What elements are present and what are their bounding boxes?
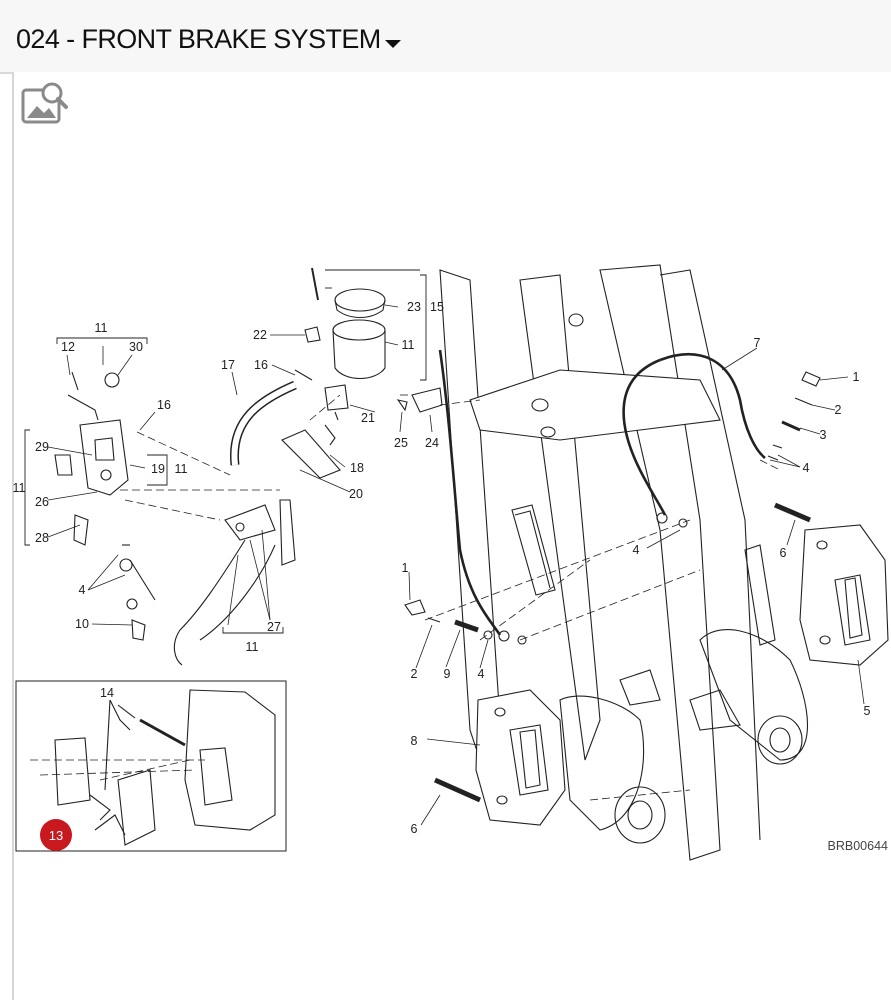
chevron-down-icon[interactable] (383, 37, 403, 51)
page-title: 024 - FRONT BRAKE SYSTEM (16, 24, 381, 54)
drawing-reference: BRB00644 (827, 839, 888, 853)
diagram-panel (12, 72, 891, 1000)
page-header: 024 - FRONT BRAKE SYSTEM (0, 0, 891, 74)
section-title-row[interactable]: 024 - FRONT BRAKE SYSTEM (16, 24, 403, 55)
image-search-icon[interactable] (20, 80, 68, 126)
